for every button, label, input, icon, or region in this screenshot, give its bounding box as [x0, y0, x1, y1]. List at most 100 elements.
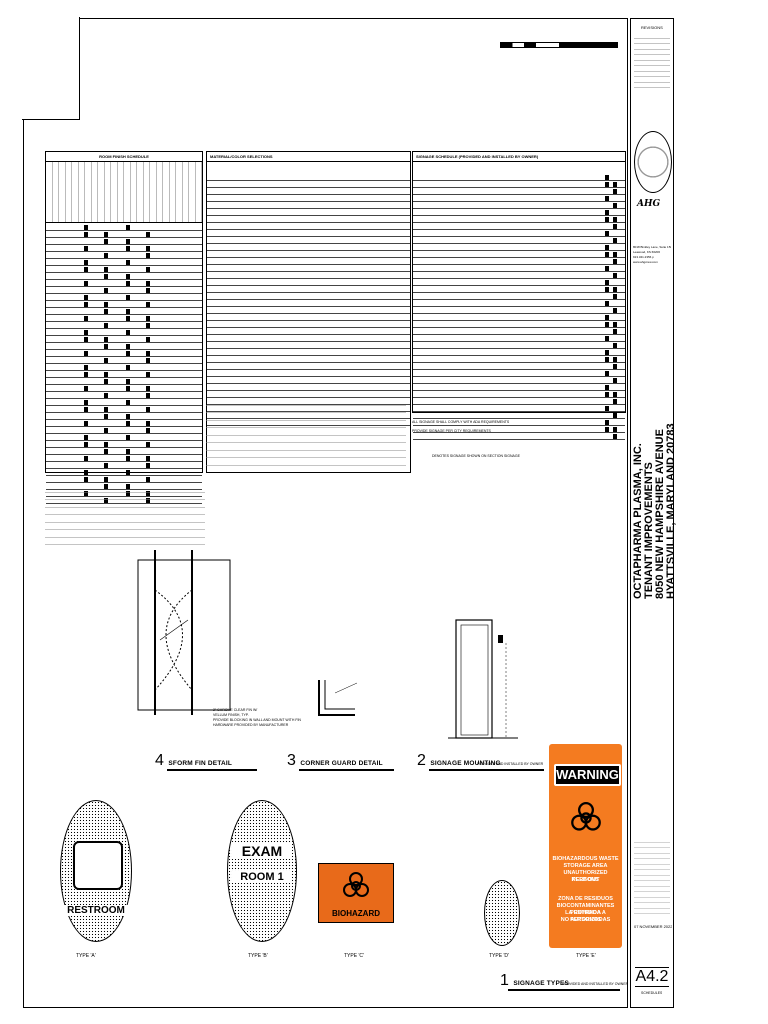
schedule-row — [46, 385, 202, 392]
schedule-row — [413, 272, 625, 279]
schedule-row — [413, 251, 625, 258]
finish-mark — [146, 322, 150, 328]
schedule-row — [413, 188, 625, 195]
finish-mark — [104, 266, 108, 272]
finish-mark — [605, 279, 609, 285]
schedule-row — [413, 433, 625, 440]
finish-mark — [146, 441, 150, 447]
schedule-row — [413, 195, 625, 202]
schedule-row — [413, 279, 625, 286]
finish-mark — [84, 336, 88, 342]
schedule-row — [46, 371, 202, 378]
project-line-4: HYATTSVILLE, MARYLAND 20783 — [665, 423, 677, 599]
schedule-row — [413, 181, 625, 188]
finish-mark — [126, 329, 130, 335]
finish-mark — [126, 238, 130, 244]
revisions-lines — [634, 33, 670, 93]
signage-note-2: PROVIDE SIGNAGE PER CITY REQUIREMENTS — [412, 429, 491, 433]
project-name-block: OCTAPHARMA PLASMA, INC. TENANT IMPROVEME… — [632, 423, 677, 599]
signage-notes: ALL SIGNAGE SHALL COMPLY WITH ADA REQUIR… — [412, 420, 624, 459]
schedule-row — [46, 455, 202, 462]
sform-fin-drawing — [137, 550, 231, 715]
finish-mark — [613, 293, 617, 299]
finish-mark — [104, 413, 108, 419]
schedule-row — [207, 307, 410, 314]
finish-mark — [84, 441, 88, 447]
finish-mark — [104, 231, 108, 237]
schedule-row — [46, 364, 202, 371]
finish-mark — [613, 251, 617, 257]
corner-guard-drawing — [318, 680, 358, 716]
finish-mark — [84, 371, 88, 377]
title-block: REVISIONS AHG 8018 Binkley Lane, Suite 1… — [630, 18, 677, 1008]
finish-mark — [84, 231, 88, 237]
finish-mark — [605, 370, 609, 376]
detail-3-title: 3 CORNER GUARD DETAIL — [287, 752, 397, 771]
schedule-row — [46, 224, 202, 231]
finish-mark — [605, 391, 609, 397]
finish-mark — [146, 287, 150, 293]
schedule-row — [207, 363, 410, 370]
sheet-number: A4.2 — [635, 967, 669, 987]
finish-mark — [84, 434, 88, 440]
finish-mark — [605, 356, 609, 362]
schedule-row — [413, 300, 625, 307]
finish-mark — [104, 287, 108, 293]
finish-mark — [613, 307, 617, 313]
schedule-row — [413, 370, 625, 377]
type-e-label: TYPE 'E' — [576, 953, 596, 959]
schedule-row — [207, 251, 410, 258]
schedule-row — [207, 265, 410, 272]
detail-2-number: 2 — [417, 752, 426, 769]
warning-es-4: NO AUTORIZADAS — [560, 917, 611, 923]
finish-mark — [84, 315, 88, 321]
schedule-row — [46, 252, 202, 259]
schedule-row — [46, 378, 202, 385]
schedule-row — [46, 469, 202, 476]
finish-mark — [126, 434, 130, 440]
finish-mark — [613, 223, 617, 229]
sheet-label: SCHEDULES — [641, 991, 663, 995]
firm-address-2: Leawood, KS 66206 — [633, 250, 661, 254]
finish-mark — [613, 363, 617, 369]
schedule-row — [46, 434, 202, 441]
finish-mark — [84, 329, 88, 335]
finish-mark — [84, 280, 88, 286]
finish-mark — [613, 328, 617, 334]
schedule-row — [46, 441, 202, 448]
schedule-row — [413, 174, 625, 181]
schedule-row — [46, 399, 202, 406]
schedule-row — [207, 314, 410, 321]
finish-mark — [84, 294, 88, 300]
finish-mark — [104, 441, 108, 447]
sheet-border — [23, 18, 628, 1008]
schedule-row — [413, 237, 625, 244]
schedule-row — [207, 230, 410, 237]
schedule-row — [413, 244, 625, 251]
warning-es-1: ZONA DE RESIDUOS — [558, 896, 613, 902]
finish-mark — [126, 420, 130, 426]
biohazard-icon — [343, 872, 369, 897]
schedule-row — [413, 314, 625, 321]
detail-2-sub: PROVIDED AND INSTALLED BY OWNER — [477, 762, 544, 766]
schedule-row — [413, 342, 625, 349]
type-b-label: TYPE 'B' — [248, 953, 268, 959]
schedule-row — [46, 462, 202, 469]
finish-mark — [605, 195, 609, 201]
schedule-row — [413, 209, 625, 216]
finish-mark — [126, 294, 130, 300]
finish-mark — [146, 315, 150, 321]
detail-4-label: SFORM FIN DETAIL — [168, 760, 233, 767]
finish-mark — [126, 315, 130, 321]
firm-logo: AHG — [637, 199, 661, 209]
restroom-figures-icon — [73, 841, 123, 890]
architect-seal — [634, 131, 672, 193]
finish-mark — [613, 433, 617, 439]
finish-mark — [613, 237, 617, 243]
schedule-row — [207, 174, 410, 181]
schedule-row — [207, 195, 410, 202]
biohazard-icon-large — [571, 802, 601, 831]
sign-type-c-biohazard: BIOHAZARD — [318, 863, 394, 923]
finish-mark — [104, 357, 108, 363]
room-finish-title: ROOM FINISH SCHEDULE — [46, 152, 202, 162]
